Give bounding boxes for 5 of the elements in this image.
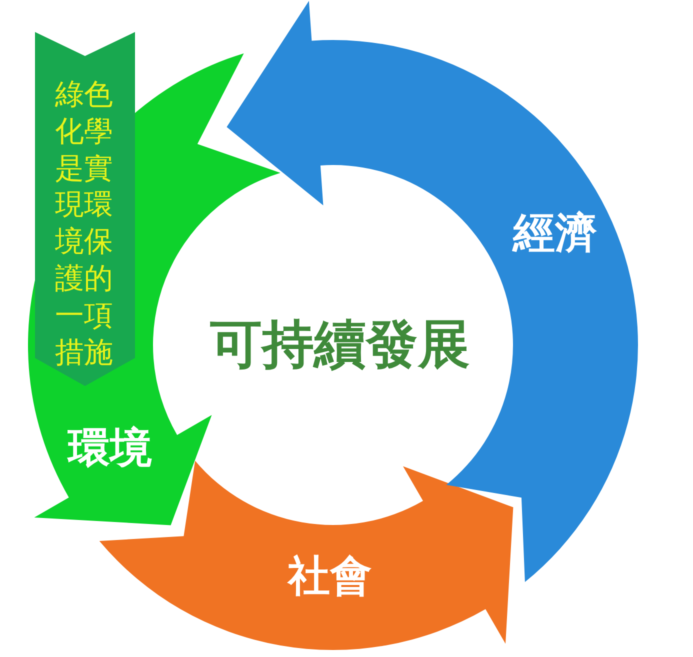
arrow-label: 社會: [286, 551, 373, 602]
banner-text: 綠色化學是實現環境保護的一項措施: [55, 76, 113, 371]
arrow-label: 環境: [66, 423, 153, 474]
arrow-label: 經濟: [511, 208, 598, 258]
center-title: 可持續發展: [210, 319, 470, 371]
